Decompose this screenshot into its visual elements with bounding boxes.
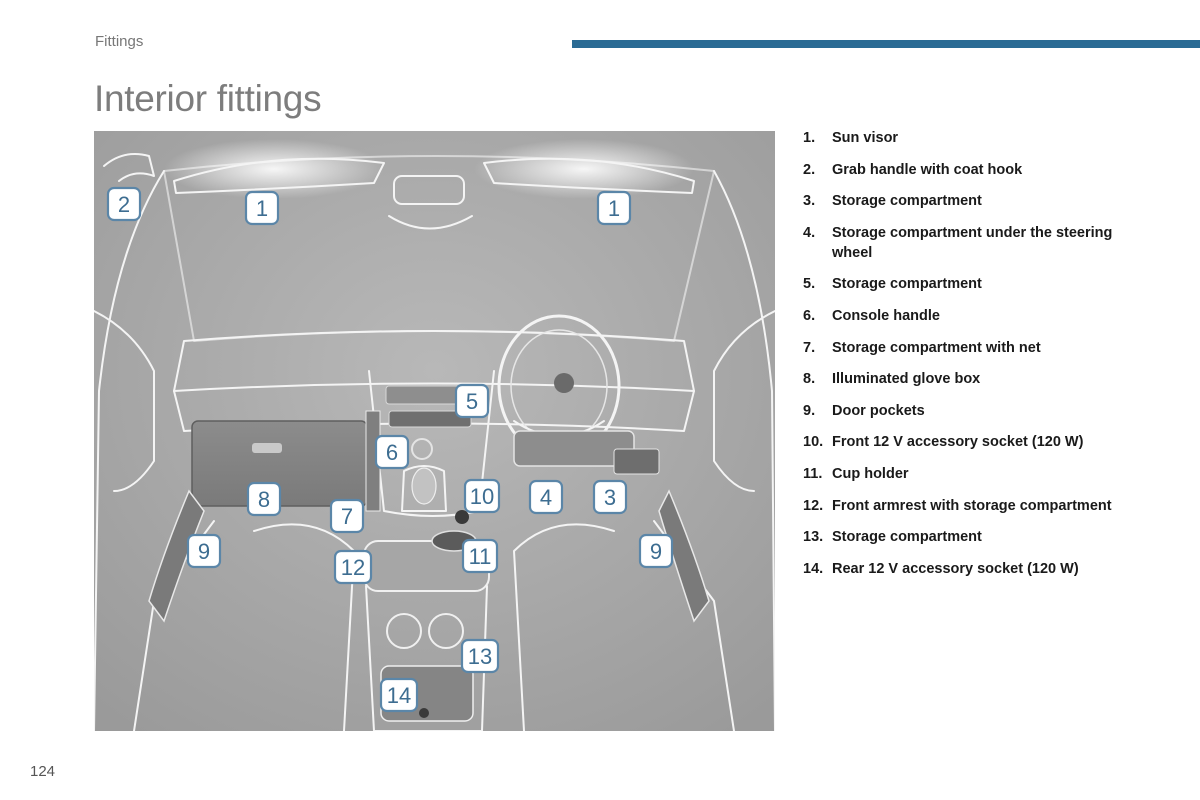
legend-item: 14.Rear 12 V accessory socket (120 W) — [803, 560, 1079, 577]
interior-illustration: 2 1 1 5 6 8 7 10 4 3 9 9 12 11 13 14 — [94, 131, 775, 731]
callout-2: 2 — [106, 186, 142, 222]
svg-text:9: 9 — [650, 539, 662, 564]
svg-text:13: 13 — [468, 644, 492, 669]
fittings-legend: 1.Sun visor 2.Grab handle with coat hook… — [803, 128, 1133, 590]
svg-text:1: 1 — [256, 196, 268, 221]
legend-item: 11.Cup holder — [803, 465, 909, 482]
legend-item: 1.Sun visor — [803, 130, 899, 146]
callout-4: 4 — [528, 479, 564, 515]
callout-1-left: 1 — [244, 190, 280, 226]
legend-item: 9.Door pockets — [803, 402, 925, 419]
header-accent-bar — [572, 40, 1200, 48]
legend-item: 8.Illuminated glove box — [803, 371, 981, 388]
legend-item: 13.Storage compartment — [803, 529, 982, 546]
sun-visor-left — [173, 157, 385, 194]
callout-1-right: 1 — [596, 190, 632, 226]
svg-text:5: 5 — [466, 389, 478, 414]
callout-8: 8 — [246, 481, 282, 517]
svg-text:12: 12 — [341, 555, 365, 580]
callout-13: 13 — [460, 638, 500, 674]
legend-item: 2.Grab handle with coat hook — [803, 161, 1023, 178]
svg-text:6: 6 — [386, 440, 398, 465]
legend-item: 12.Front armrest with storage compartmen… — [803, 497, 1112, 514]
page-number: 124 — [30, 763, 56, 780]
svg-text:8: 8 — [258, 487, 270, 512]
section-label: Fittings — [95, 33, 144, 50]
legend-item: 6.Console handle — [803, 307, 940, 324]
callout-6: 6 — [374, 434, 410, 470]
callout-9-left: 9 — [186, 533, 222, 569]
callout-10: 10 — [463, 478, 501, 514]
legend-item: 3.Storage compartment — [803, 193, 982, 210]
svg-text:2: 2 — [118, 192, 130, 217]
svg-text:7: 7 — [341, 504, 353, 529]
callout-12: 12 — [333, 549, 373, 585]
callout-11: 11 — [461, 538, 499, 574]
svg-text:14: 14 — [387, 683, 411, 708]
callout-5: 5 — [454, 383, 490, 419]
svg-text:4: 4 — [540, 485, 552, 510]
callout-9-right: 9 — [638, 533, 674, 569]
callout-14: 14 — [379, 677, 419, 713]
legend-item: 7.Storage compartment with net — [803, 339, 1041, 356]
legend-item: 5.Storage compartment — [803, 276, 982, 293]
legend-item: 10.Front 12 V accessory socket (120 W) — [803, 434, 1084, 451]
svg-text:11: 11 — [469, 544, 492, 569]
sun-visor-right — [483, 157, 695, 194]
legend-item: 4.Storage compartment under the steering… — [803, 224, 1113, 261]
svg-text:10: 10 — [470, 484, 494, 509]
svg-text:1: 1 — [608, 196, 620, 221]
callout-7: 7 — [329, 498, 365, 534]
grab-handle — [103, 153, 155, 182]
page-title: Interior fittings — [94, 78, 322, 119]
callout-3: 3 — [592, 479, 628, 515]
svg-text:3: 3 — [604, 485, 616, 510]
svg-text:9: 9 — [198, 539, 210, 564]
